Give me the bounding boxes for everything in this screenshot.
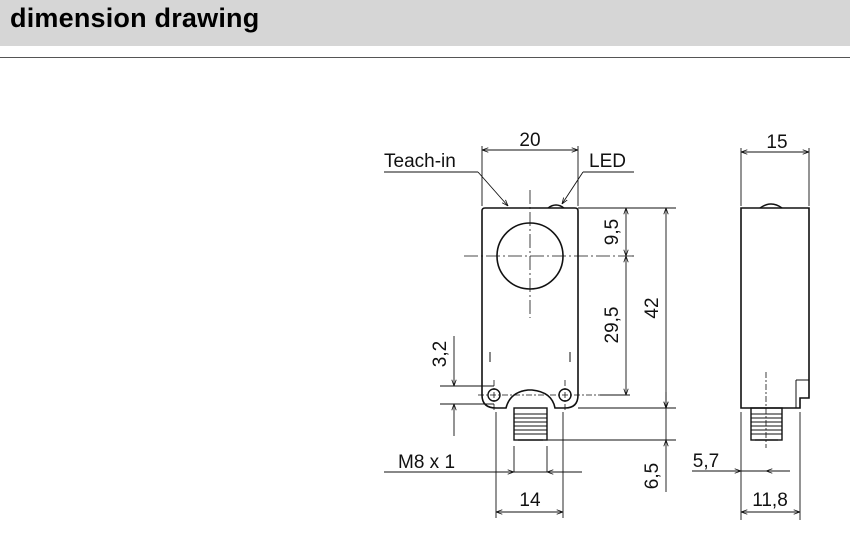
header-bar: dimension drawing — [0, 0, 850, 46]
dim-connector-width: 14 — [519, 490, 541, 511]
side-housing-outline — [740, 207, 810, 409]
dim-connector-offset-side: 5,7 — [693, 451, 719, 472]
dim-side-depth: 15 — [766, 132, 787, 153]
front-view: 20 Teach-in LED 9,5 29,5 42 6,5 — [384, 130, 676, 518]
thread-label: M8 x 1 — [398, 452, 455, 473]
page-title: dimension drawing — [10, 3, 260, 33]
side-led-bump — [759, 203, 783, 209]
dim-lens-offset: 9,5 — [602, 219, 623, 245]
dim-total-height: 42 — [642, 297, 663, 318]
header-divider — [0, 57, 850, 58]
dim-top-width: 20 — [519, 130, 540, 151]
side-view: 15 5,7 11,8 — [692, 132, 810, 520]
dim-side-bottom-width: 11,8 — [752, 490, 788, 511]
dim-lens-to-hole: 29,5 — [602, 307, 623, 344]
dim-connector-length: 6,5 — [642, 463, 663, 489]
teach-in-label: Teach-in — [384, 151, 456, 172]
led-label: LED — [589, 151, 626, 172]
m8-connector-front — [513, 407, 548, 441]
led-bump — [547, 204, 565, 209]
dim-hole-offset: 3,2 — [430, 341, 451, 367]
m8-connector-side — [750, 407, 783, 441]
